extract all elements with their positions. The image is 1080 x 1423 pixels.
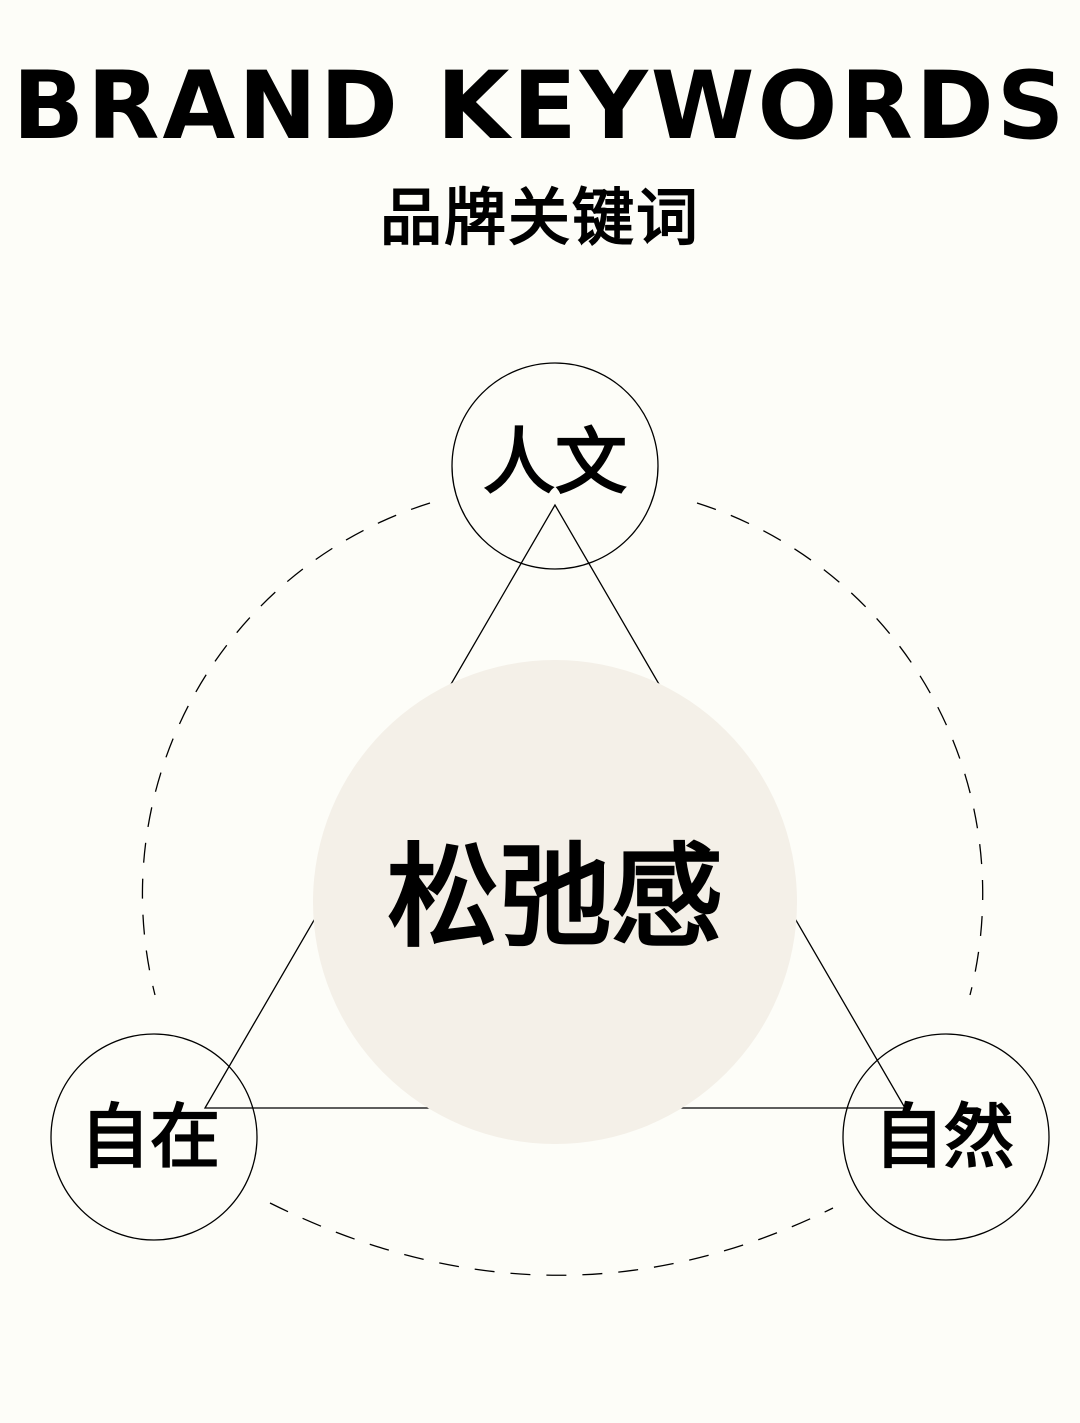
node-label-left: 自在: [80, 1096, 220, 1178]
node-circle-top: [451, 362, 659, 570]
title-chinese: 品牌关键词: [379, 181, 700, 254]
dashed-arc-bottom: [269, 1202, 834, 1276]
node-label-right: 自然: [874, 1096, 1014, 1178]
center-label: 松弛感: [387, 833, 723, 963]
node-circle-left: [50, 1033, 258, 1241]
title-english: BRAND KEYWORDS: [12, 52, 1068, 161]
node-circle-right: [842, 1033, 1050, 1241]
center-circle: [313, 660, 797, 1144]
node-label-top: 人文: [483, 420, 627, 504]
